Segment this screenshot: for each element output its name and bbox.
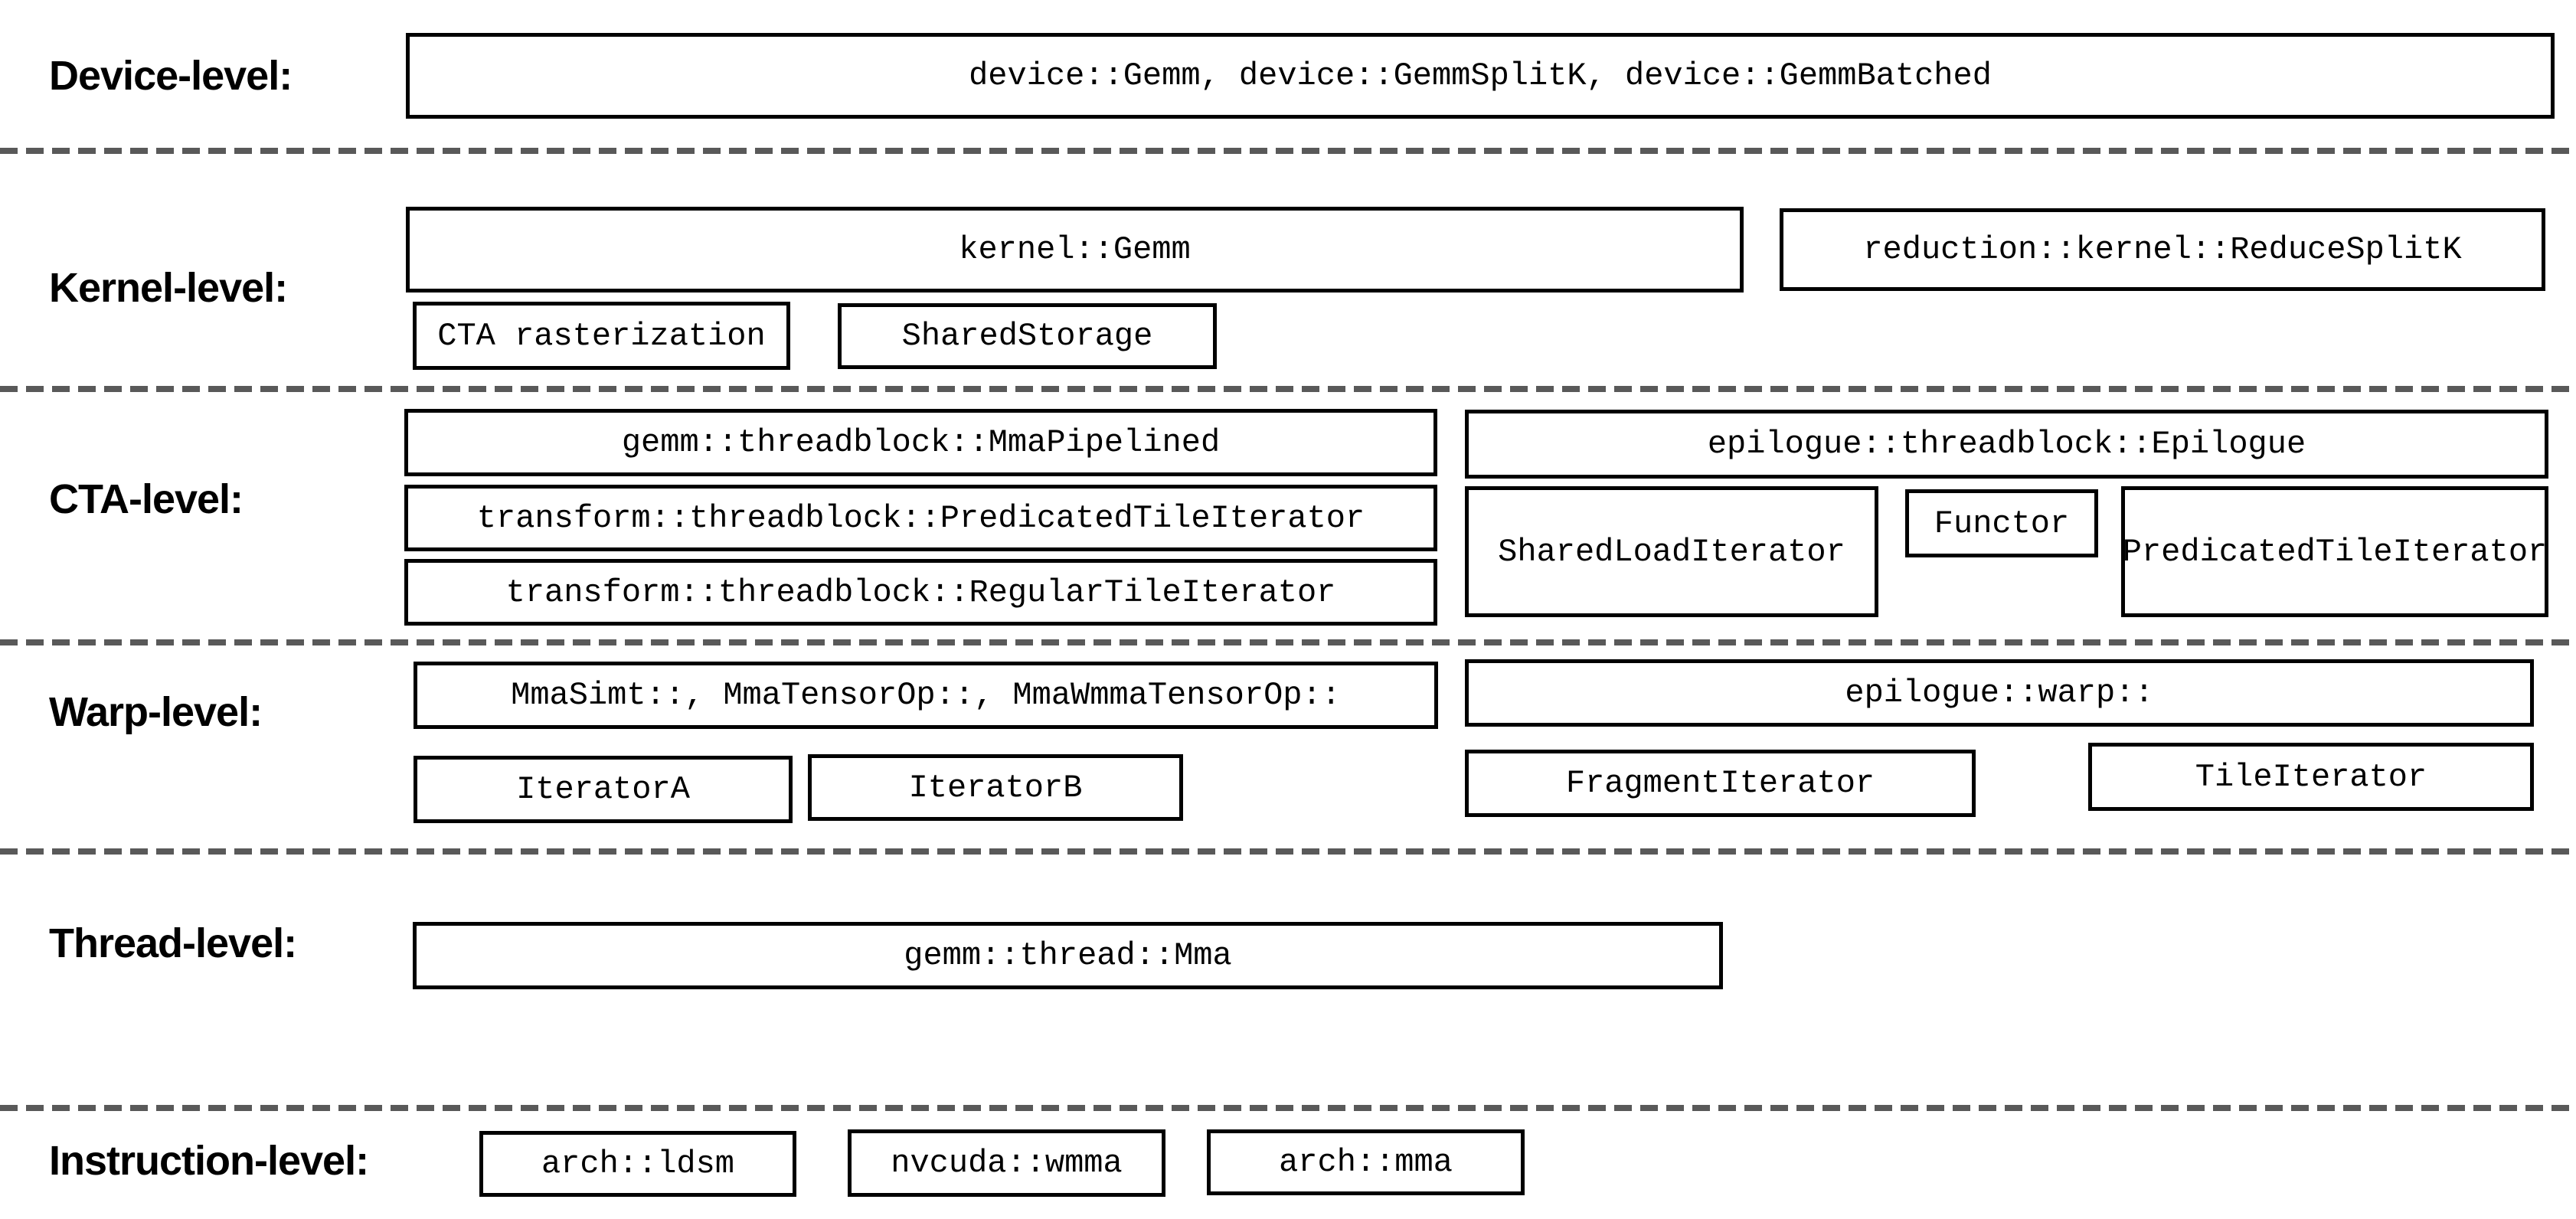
box-reduction-reduce-splitk: reduction::kernel::ReduceSplitK xyxy=(1780,208,2545,291)
box-mma-pipelined: gemm::threadblock::MmaPipelined xyxy=(404,409,1437,476)
level-label-warp: Warp-level: xyxy=(49,689,263,735)
box-epilogue-predicated-tile-iterator: PredicatedTileIterator xyxy=(2121,486,2548,617)
box-iterator-a: IteratorA xyxy=(414,756,793,823)
box-cta-rasterization: CTA rasterization xyxy=(413,302,790,370)
level-label-thread: Thread-level: xyxy=(49,920,297,966)
box-tile-iterator: TileIterator xyxy=(2088,743,2534,811)
box-transform-regular-tile-iterator: transform::threadblock::RegularTileItera… xyxy=(404,559,1437,626)
box-warp-mma-variants: MmaSimt::, MmaTensorOp::, MmaWmmaTensorO… xyxy=(414,662,1438,729)
box-iterator-b: IteratorB xyxy=(808,754,1183,821)
dashed-separator xyxy=(0,386,2576,392)
dashed-separator xyxy=(0,148,2576,154)
box-epilogue-warp: epilogue::warp:: xyxy=(1465,659,2534,727)
dashed-separator xyxy=(0,639,2576,645)
box-nvcuda-wmma: nvcuda::wmma xyxy=(848,1129,1165,1197)
box-arch-mma: arch::mma xyxy=(1207,1129,1525,1195)
box-arch-ldsm: arch::ldsm xyxy=(479,1131,796,1197)
dashed-separator xyxy=(0,1105,2576,1111)
box-transform-predicated-tile-iterator: transform::threadblock::PredicatedTileIt… xyxy=(404,485,1437,551)
box-thread-mma: gemm::thread::Mma xyxy=(413,922,1723,989)
level-label-kernel: Kernel-level: xyxy=(49,265,288,311)
level-label-instruction: Instruction-level: xyxy=(49,1138,369,1184)
box-epilogue-threadblock: epilogue::threadblock::Epilogue xyxy=(1465,410,2548,479)
box-kernel-gemm: kernel::Gemm xyxy=(406,207,1744,292)
dashed-separator xyxy=(0,848,2576,855)
box-device-gemm: device::Gemm, device::GemmSplitK, device… xyxy=(406,33,2555,119)
box-shared-storage: SharedStorage xyxy=(838,303,1217,369)
box-fragment-iterator: FragmentIterator xyxy=(1465,750,1976,817)
box-functor: Functor xyxy=(1905,489,2098,557)
box-shared-load-iterator: SharedLoadIterator xyxy=(1465,486,1878,617)
level-label-cta: CTA-level: xyxy=(49,476,244,522)
level-label-device: Device-level: xyxy=(49,53,293,99)
